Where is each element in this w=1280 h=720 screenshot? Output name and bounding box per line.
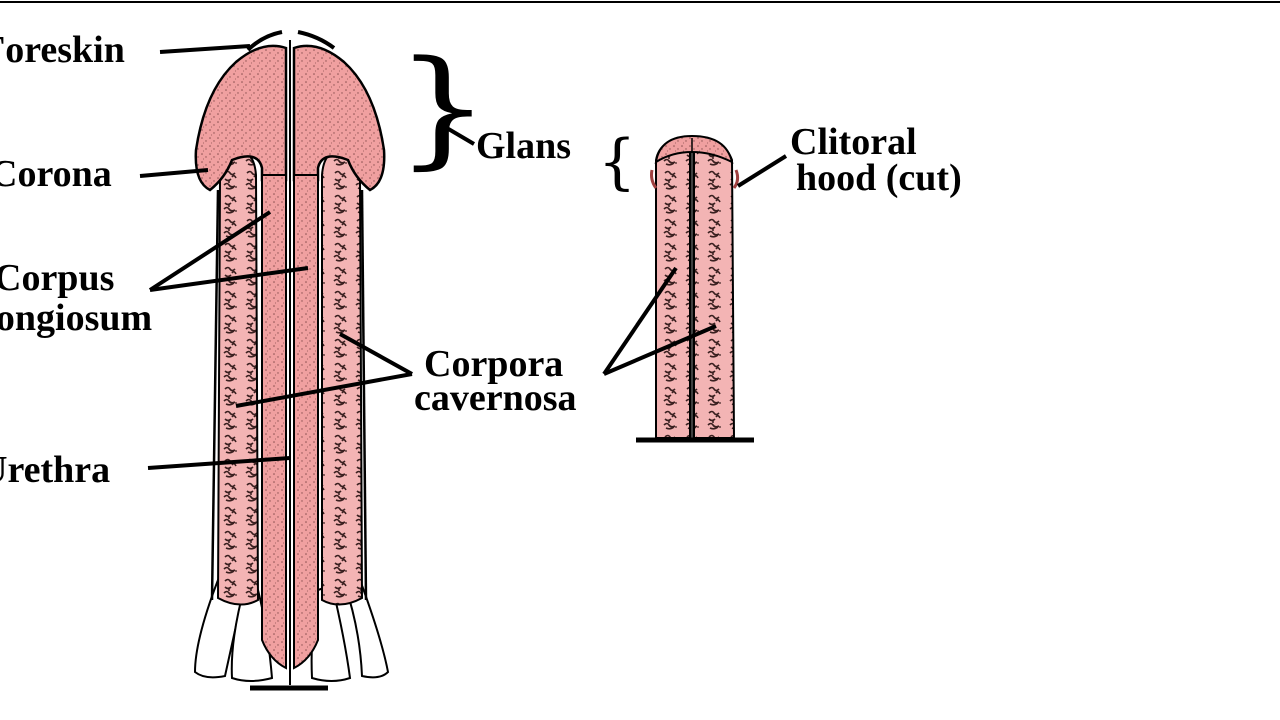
clitoral-hood-left <box>650 169 658 189</box>
label-hood-cut: hood (cut) <box>796 157 962 199</box>
cavernosa-leader-d <box>603 324 717 376</box>
shaft-outline-right <box>360 189 368 601</box>
glans-brace-large: } <box>395 33 490 181</box>
corona-leader <box>139 168 209 178</box>
cavernosa-leader-b <box>339 332 413 376</box>
label-corpus: Corpus <box>0 257 114 299</box>
glans-left-half <box>194 44 288 192</box>
clitoris-body-right <box>693 136 736 439</box>
corpus-cavernosum-left <box>216 150 260 606</box>
label-clitoral: Clitoral <box>790 121 917 163</box>
clitoral-hood-right <box>732 169 740 189</box>
glans-right-half <box>292 44 386 192</box>
spongiosum-right <box>293 174 319 670</box>
label-spongiosum: spongiosum <box>0 297 152 339</box>
spongiosum-leader-b <box>149 266 309 292</box>
label-urethra: Urethra <box>0 449 110 491</box>
foreskin-arc-right <box>297 30 336 50</box>
urethra-leader <box>147 456 291 470</box>
base-flap-right <box>343 578 390 679</box>
corpus-cavernosum-right <box>321 150 364 606</box>
label-foreskin: Foreskin <box>0 29 125 71</box>
glans-brace-small: { <box>598 127 636 197</box>
spongiosum-left <box>261 174 287 670</box>
spongiosum-leader-a <box>148 210 272 292</box>
penis-illustration <box>193 30 390 691</box>
leader-lines <box>139 44 788 470</box>
clitoris-glans-cap <box>654 134 734 165</box>
glans-leader <box>438 122 476 146</box>
clitoral-hood-leader <box>736 154 788 188</box>
cavernosa-leader-c <box>602 266 678 376</box>
clitoris-illustration <box>636 134 754 443</box>
label-corpora: Corpora <box>424 343 563 385</box>
foreskin-arc-left <box>246 30 283 52</box>
cavernosa-leader-a <box>235 372 413 408</box>
shaft-outline-left <box>210 189 220 601</box>
label-cavernosa: cavernosa <box>414 377 577 419</box>
label-corona: Corona <box>0 153 112 195</box>
foreskin-leader <box>159 44 251 54</box>
label-glans: Glans <box>476 125 571 167</box>
